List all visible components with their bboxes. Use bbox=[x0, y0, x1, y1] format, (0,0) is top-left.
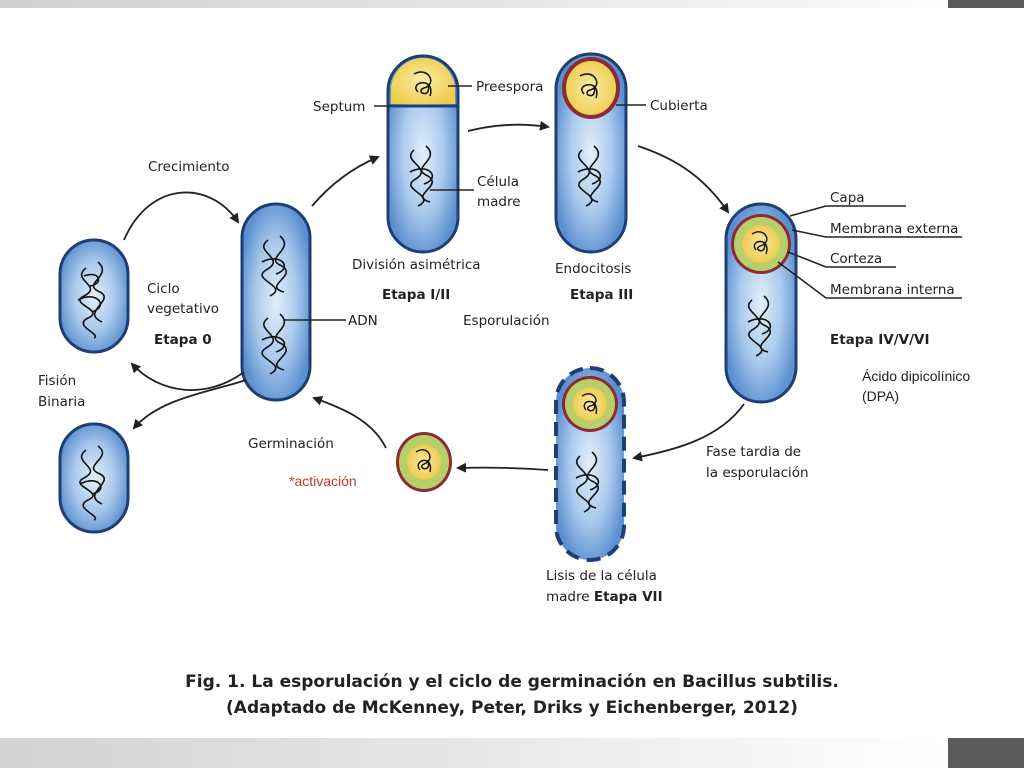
label-stage-i-ii: Etapa I/II bbox=[382, 287, 450, 303]
label-cycle-1: Ciclo bbox=[147, 281, 180, 297]
slide-top-accent bbox=[948, 0, 1024, 8]
label-asymmetric-division: División asimétrica bbox=[352, 257, 481, 273]
engulfed-spore-cell bbox=[724, 202, 798, 404]
label-septum: Septum bbox=[313, 99, 365, 115]
label-late-sporulation-2: la esporulación bbox=[706, 465, 809, 481]
arrow-to-asymmetric bbox=[311, 155, 380, 207]
label-late-sporulation-1: Fase tardia de bbox=[706, 444, 801, 460]
arrow-binary-fission bbox=[132, 379, 247, 430]
label-lysis-2: madre Etapa VII bbox=[546, 589, 663, 605]
slide-top-bar bbox=[0, 0, 1000, 8]
free-spore bbox=[396, 432, 452, 492]
label-dpa-2: (DPA) bbox=[862, 388, 899, 404]
label-growth: Crecimiento bbox=[148, 159, 229, 175]
growing-cell bbox=[240, 202, 312, 402]
label-cortex: Corteza bbox=[830, 251, 882, 267]
label-fission-2: Binaria bbox=[38, 394, 85, 410]
lysis-cell bbox=[554, 366, 626, 562]
label-fission-1: Fisión bbox=[38, 373, 76, 389]
label-coat: Cubierta bbox=[650, 98, 708, 114]
label-prespore: Preespora bbox=[476, 79, 543, 95]
label-lysis-1: Lisis de la célula bbox=[546, 568, 657, 584]
label-lysis-2-plain: madre bbox=[546, 589, 594, 605]
figure-caption-line1: Fig. 1. La esporulación y el ciclo de ge… bbox=[185, 672, 839, 692]
arrow-to-lysis bbox=[632, 403, 745, 462]
label-stage-iii: Etapa III bbox=[570, 287, 633, 303]
divided-cell bbox=[58, 422, 130, 534]
label-germination: Germinación bbox=[248, 436, 334, 452]
endocytosis-cell bbox=[554, 52, 628, 254]
label-sporulation: Esporulación bbox=[463, 313, 550, 329]
leader-lines bbox=[284, 85, 962, 321]
arrow-return-to-vegetative bbox=[130, 362, 245, 391]
arrow-growth bbox=[123, 191, 240, 241]
arrow-to-free-spore bbox=[456, 462, 549, 473]
label-outer-membrane: Membrana externa bbox=[830, 221, 958, 237]
slide-bottom-accent bbox=[948, 738, 1024, 768]
vegetative-cell bbox=[58, 238, 130, 354]
label-cycle-2: vegetativo bbox=[147, 301, 219, 317]
label-dpa-1: Ácido dipicolínico bbox=[862, 368, 970, 384]
label-layer: Capa bbox=[830, 190, 865, 206]
asymmetric-division-cell bbox=[386, 54, 460, 254]
label-inner-membrane: Membrana interna bbox=[830, 282, 955, 298]
label-mother-cell-2: madre bbox=[477, 194, 521, 210]
arrow-germination bbox=[312, 395, 387, 449]
label-dna: ADN bbox=[348, 313, 378, 329]
label-activation: *activación bbox=[289, 473, 357, 489]
arrow-to-endocytosis bbox=[467, 120, 550, 132]
label-stage-iv-v-vi: Etapa IV/V/VI bbox=[830, 332, 930, 348]
figure-caption-line2: (Adaptado de McKenney, Peter, Driks y Ei… bbox=[226, 698, 798, 718]
arrow-to-stage-iv bbox=[637, 145, 730, 214]
label-endocytosis: Endocitosis bbox=[555, 261, 631, 277]
slide-bottom-bar bbox=[0, 738, 948, 768]
label-mother-cell-1: Célula bbox=[477, 174, 519, 190]
label-stage-vii: Etapa VII bbox=[594, 589, 663, 605]
label-stage-0: Etapa 0 bbox=[154, 332, 212, 348]
